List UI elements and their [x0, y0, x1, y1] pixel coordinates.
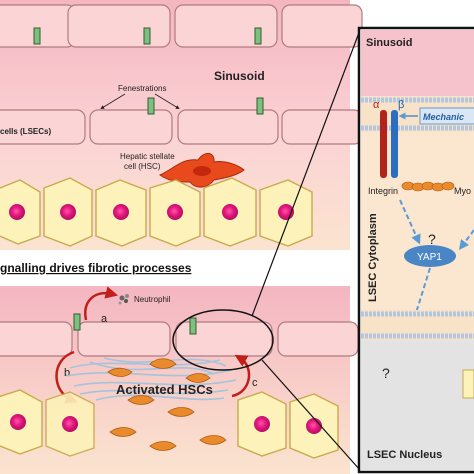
dashed-arrow-integrin-yap	[399, 199, 421, 245]
fenestration-arrow-left	[100, 93, 126, 110]
arrow-a	[84, 286, 119, 321]
bottom-panel: Neutrophil a b c Activat	[0, 286, 359, 474]
lsec-cytoplasm-label: LSEC Cytoplasm	[367, 213, 379, 302]
collagen-fibres	[65, 357, 237, 401]
yap1-node	[404, 245, 456, 267]
hepatocyte-row-bottom	[0, 389, 339, 459]
question-mark-upper: ?	[428, 231, 436, 247]
arrow-c	[231, 354, 251, 398]
myosin-icon	[401, 181, 455, 192]
integrin-beta-label: β	[398, 99, 404, 111]
lsec-row-middle	[0, 109, 363, 145]
lsec-nucleus-label: LSEC Nucleus	[367, 449, 442, 461]
hsc-label-line1: Hepatic stellate	[120, 152, 175, 161]
label-b: b	[64, 367, 70, 379]
lsec-label: cells (LSECs)	[0, 127, 51, 136]
section-heading: gnalling drives fibrotic processes	[0, 261, 192, 275]
top-panel: Sinusoid Fenestrations cells (LSECs) Hep…	[0, 0, 363, 250]
hsc-label-line2: cell (HSC)	[124, 162, 161, 171]
zoom-connector-top	[251, 29, 361, 317]
hepatocyte-row-top	[0, 177, 313, 247]
inset-membrane-top	[361, 96, 474, 132]
lsec-row-top	[0, 4, 363, 48]
integrin-icon	[380, 110, 398, 178]
junction-icons-middle	[147, 97, 264, 115]
activated-hscs-label: Activated HSCs	[116, 382, 213, 397]
question-mark-lower: ?	[382, 365, 390, 381]
integrin-alpha-label: α	[373, 99, 380, 111]
yap1-label: YAP1	[417, 252, 442, 263]
fenestration-arrow-right	[154, 93, 180, 110]
neutrophil-label: Neutrophil	[134, 295, 171, 304]
integrin-label: Integrin	[368, 186, 398, 196]
inset-panel: Sinusoid α β Mechanic Integrin Myo	[357, 26, 474, 474]
nuclear-target-box	[462, 369, 474, 399]
zoom-highlight-ellipse	[172, 309, 274, 371]
mechano-box	[419, 107, 474, 125]
inset-sinusoid-label: Sinusoid	[366, 37, 412, 49]
dashed-arrow-right-yap	[459, 229, 474, 250]
label-a: a	[101, 313, 108, 325]
neutrophil-icon	[118, 294, 129, 305]
junction-icons-top	[33, 27, 262, 45]
label-c: c	[252, 377, 258, 389]
inset-nuclear-membrane	[361, 310, 474, 340]
lsec-row-bottom	[0, 321, 359, 357]
sinusoid-label-top: Sinusoid	[214, 69, 265, 83]
activated-hsc-cells	[107, 358, 227, 451]
fenestrations-label: Fenestrations	[118, 84, 166, 93]
mechano-label: Mechanic	[423, 112, 464, 122]
zoom-connector-bottom	[261, 359, 361, 471]
myo-label: Myo	[454, 186, 471, 196]
junction-icons-bottom	[73, 313, 197, 335]
